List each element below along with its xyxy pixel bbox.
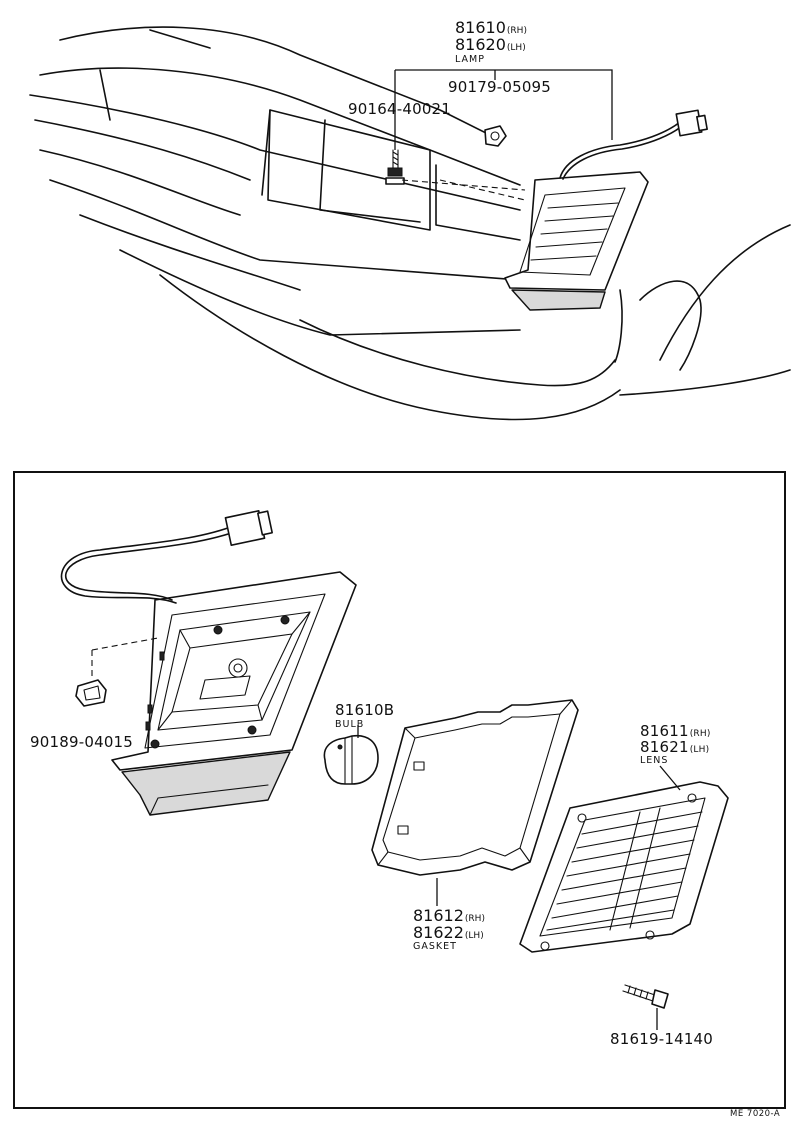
screw-top-number: 90164-40021	[348, 100, 452, 118]
gasket-lh-number-text: 81622	[413, 923, 464, 942]
lens-lh-number-text: 81621	[640, 738, 689, 756]
lens-rh-number: 81611(RH)	[640, 724, 711, 739]
figure-code: ME 7020-A	[730, 1109, 781, 1119]
gasket-rh-number-text: 81612	[413, 906, 464, 925]
lamp-rh-number: 81610(RH)	[455, 20, 527, 36]
socket-nut	[75, 679, 107, 707]
lamp-caption: LAMP	[455, 54, 485, 65]
lamp-housing	[60, 509, 357, 816]
lamp-rh-number-text: 81610	[455, 18, 506, 37]
lens-leader	[659, 765, 681, 791]
lens-rh-number-text: 81611	[640, 722, 689, 740]
lens-caption: LENS	[640, 755, 669, 766]
gasket-rh-suffix: (RH)	[464, 914, 485, 924]
exploded-view-frame	[13, 471, 786, 1109]
lamp-lh-suffix: (LH)	[506, 43, 526, 53]
lamp-lh-number: 81620(LH)	[455, 37, 526, 53]
lamp-rh-suffix: (RH)	[506, 26, 527, 36]
lens	[519, 781, 729, 953]
gasket-lh-number: 81622(LH)	[413, 925, 484, 941]
lens-screw	[622, 984, 669, 1009]
lens-screw-number: 81619-14140	[610, 1030, 714, 1048]
lens-rh-suffix: (RH)	[689, 729, 711, 739]
gasket	[371, 699, 579, 876]
gasket-rh-number: 81612(RH)	[413, 908, 485, 924]
bulb-number: 81610B	[335, 701, 395, 719]
nut-top-number: 90179-05095	[448, 78, 552, 96]
lens-lh-number: 81621(LH)	[640, 740, 709, 755]
lamp-lh-number-text: 81620	[455, 35, 506, 54]
socket-nut-number: 90189-04015	[30, 733, 134, 751]
gasket-lh-suffix: (LH)	[464, 931, 484, 941]
bulb-caption: BULB	[335, 719, 365, 730]
gasket-caption: GASKET	[413, 941, 457, 952]
bulb	[323, 734, 379, 785]
lens-lh-suffix: (LH)	[689, 745, 710, 755]
vehicle-rear-view	[29, 26, 791, 421]
